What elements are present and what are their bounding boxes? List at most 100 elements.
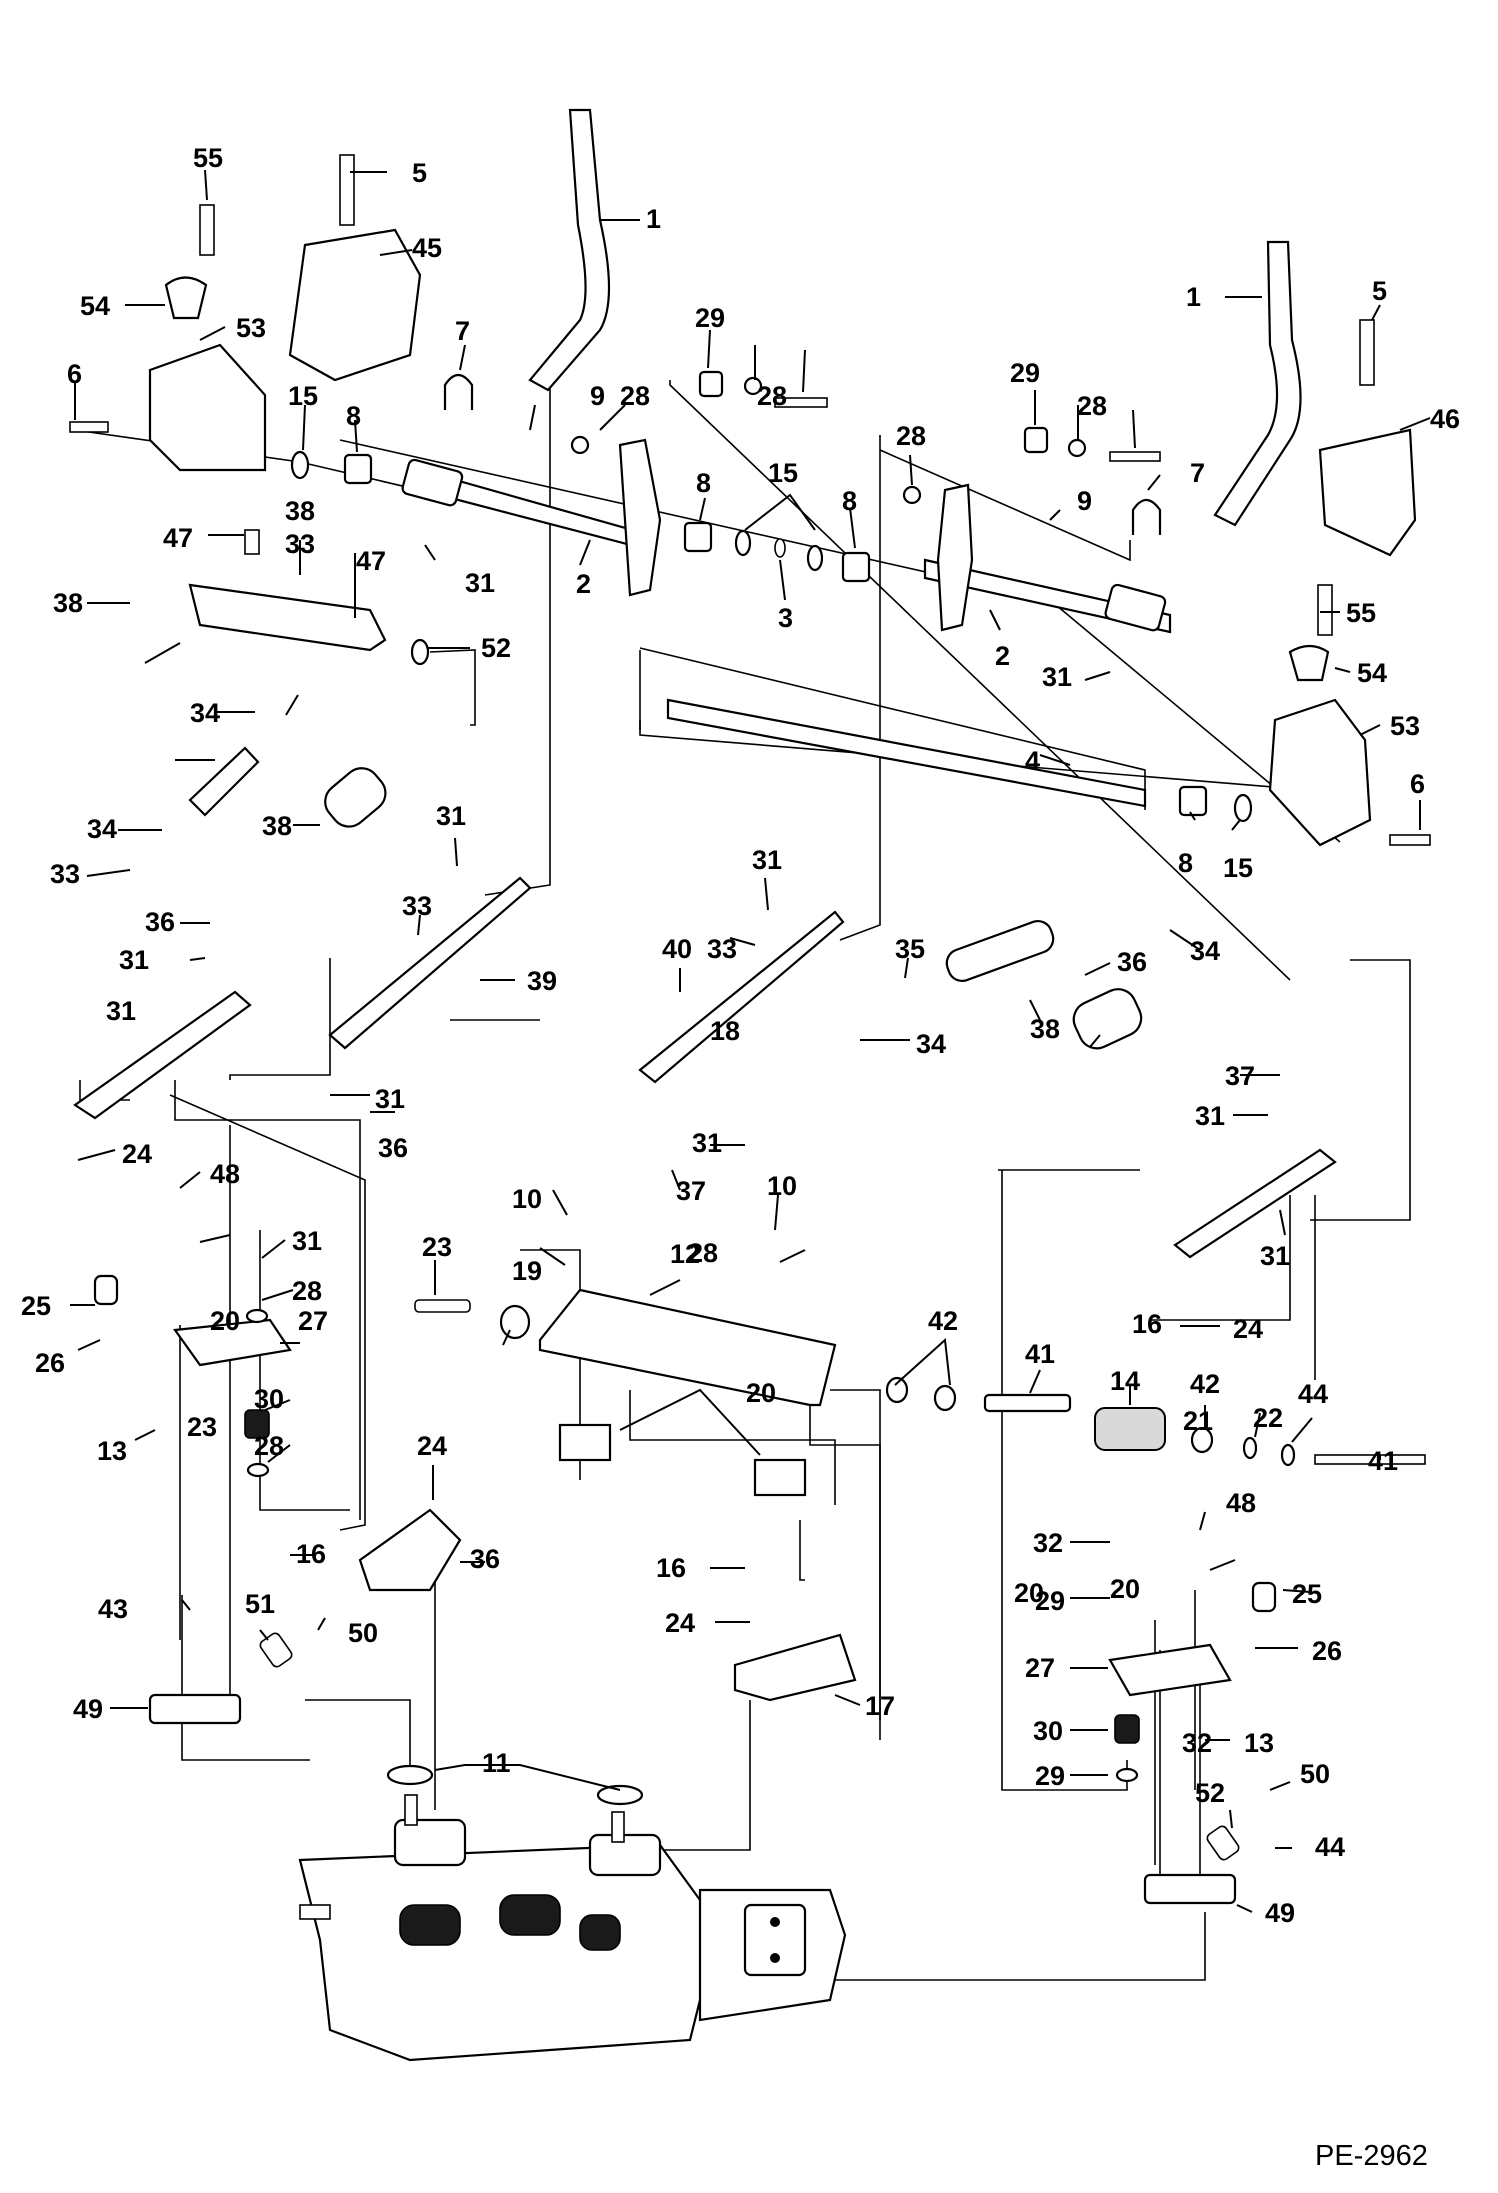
callout-label: 54 bbox=[1357, 658, 1387, 688]
bolt-24a-shape bbox=[774, 397, 828, 408]
bracket-45-shape bbox=[188, 583, 387, 652]
bushing-29d-shape bbox=[1114, 1714, 1140, 1744]
control-handle-left-shape bbox=[528, 108, 611, 392]
washer-28g-shape bbox=[245, 1308, 269, 1324]
callout-label: 34 bbox=[1190, 936, 1220, 966]
washer-21-shape bbox=[1242, 1436, 1258, 1460]
washer-15a-shape bbox=[290, 450, 310, 480]
callout-label: 36 bbox=[378, 1133, 408, 1163]
callout-label: 51 bbox=[245, 1589, 275, 1619]
callout-label: 48 bbox=[210, 1159, 240, 1189]
callout-label: 41 bbox=[1368, 1446, 1398, 1476]
callout-label: 9 bbox=[590, 381, 605, 411]
callout-label: 50 bbox=[1300, 1759, 1330, 1789]
arm-30b-shape bbox=[1173, 1148, 1337, 1259]
seal-11a-shape bbox=[386, 1764, 434, 1786]
callout-label: 11 bbox=[482, 1748, 511, 1778]
callout-label: 54 bbox=[80, 291, 110, 321]
callout-label: 2 bbox=[576, 569, 591, 599]
callout-label: 24 bbox=[417, 1431, 447, 1461]
cross-tube-shape bbox=[666, 698, 1147, 808]
callout-label: 28 bbox=[896, 421, 926, 451]
spring-14-shape bbox=[1094, 1407, 1166, 1451]
clevis-48b-shape bbox=[1143, 1873, 1237, 1905]
block-19a-shape bbox=[558, 1423, 612, 1462]
knob-25a-shape bbox=[93, 1274, 119, 1306]
callout-label: 8 bbox=[346, 401, 361, 431]
callout-label: 16 bbox=[656, 1553, 686, 1583]
callout-label: 28 bbox=[688, 1238, 718, 1268]
bolt-54b-shape bbox=[1317, 584, 1333, 636]
callout-label: 55 bbox=[193, 143, 223, 173]
callout-label: 18 bbox=[710, 1016, 740, 1046]
washer-28a-shape bbox=[743, 376, 763, 396]
washer-15b-shape bbox=[734, 529, 752, 557]
callout-label: 43 bbox=[98, 1594, 128, 1624]
hydrostatic-pump-shape bbox=[298, 1794, 847, 2062]
callout-label: 21 bbox=[1183, 1406, 1213, 1436]
callout-label: 22 bbox=[1253, 1403, 1283, 1433]
callout-label: 26 bbox=[35, 1348, 65, 1378]
callout-label: 28 bbox=[757, 381, 787, 411]
callout-label: 37 bbox=[676, 1176, 706, 1206]
callout-label: 31 bbox=[375, 1084, 405, 1114]
shaft-clamp-left-shape bbox=[401, 458, 464, 507]
washer-15c-shape bbox=[806, 544, 824, 572]
callout-label: 15 bbox=[288, 381, 318, 411]
pin-50a-shape bbox=[259, 1632, 293, 1668]
callout-label: 9 bbox=[1077, 486, 1092, 516]
bracket-52a-shape bbox=[148, 343, 267, 472]
callout-label: 28 bbox=[292, 1276, 322, 1306]
damper-37b-shape bbox=[945, 919, 1055, 983]
callout-label: 29 bbox=[695, 303, 725, 333]
callout-label: 49 bbox=[73, 1694, 103, 1724]
callout-label: 7 bbox=[455, 316, 470, 346]
callout-label: 36 bbox=[145, 907, 175, 937]
callout-label: 44 bbox=[1315, 1832, 1345, 1862]
callout-label: 30 bbox=[1033, 1716, 1063, 1746]
callout-label: 12 bbox=[670, 1239, 700, 1269]
callout-label: 25 bbox=[21, 1291, 51, 1321]
callout-label: 10 bbox=[767, 1171, 797, 1201]
bushing-8d-shape bbox=[1178, 785, 1208, 817]
callout-label: 28 bbox=[254, 1431, 284, 1461]
callout-label: 47 bbox=[163, 523, 193, 553]
callout-label: 36 bbox=[470, 1544, 500, 1574]
mount-plate-12-shape bbox=[538, 1288, 837, 1407]
callout-label: 16 bbox=[1132, 1309, 1162, 1339]
callout-label: 20 bbox=[1014, 1578, 1044, 1608]
washer-15d-shape bbox=[1233, 793, 1253, 823]
callout-label: 19 bbox=[512, 1256, 542, 1286]
callout-label: 38 bbox=[262, 811, 292, 841]
callout-label: 32 bbox=[1033, 1528, 1063, 1558]
callout-label: 1 bbox=[1186, 282, 1201, 312]
bushing-41c-shape bbox=[1190, 1426, 1214, 1454]
clevis-48a-shape bbox=[148, 1693, 242, 1725]
bushing-8a-shape bbox=[343, 453, 373, 485]
callout-label: 7 bbox=[1190, 458, 1205, 488]
callout-label: 31 bbox=[292, 1226, 322, 1256]
clip-53a-shape bbox=[164, 276, 208, 320]
bushing-8c-shape bbox=[841, 551, 871, 583]
callout-label: 6 bbox=[1410, 769, 1425, 799]
callout-label: 36 bbox=[1117, 947, 1147, 977]
callout-label: 37 bbox=[1225, 1061, 1255, 1091]
callout-label: 24 bbox=[1233, 1314, 1263, 1344]
shaft-clamp-right-shape bbox=[1104, 583, 1167, 632]
arm-30a-shape bbox=[73, 990, 252, 1120]
callout-label: 49 bbox=[1265, 1898, 1295, 1928]
callout-label: 24 bbox=[122, 1139, 152, 1169]
washer-28e-shape bbox=[246, 1462, 270, 1478]
bushing-41b-shape bbox=[933, 1384, 957, 1412]
bracket-35-shape bbox=[358, 1508, 462, 1592]
callout-label: 2 bbox=[995, 641, 1010, 671]
assembly-flow-lines bbox=[74, 365, 1411, 1981]
bolt-46-shape bbox=[244, 529, 260, 555]
callout-label: 33 bbox=[402, 891, 432, 921]
washer-28f-shape bbox=[1115, 1767, 1139, 1783]
callout-label: 55 bbox=[1346, 598, 1376, 628]
bracket-44a-shape bbox=[288, 228, 422, 382]
callout-label: 30 bbox=[254, 1384, 284, 1414]
clip-53b-shape bbox=[1288, 644, 1330, 682]
callout-label: 26 bbox=[1312, 1636, 1342, 1666]
